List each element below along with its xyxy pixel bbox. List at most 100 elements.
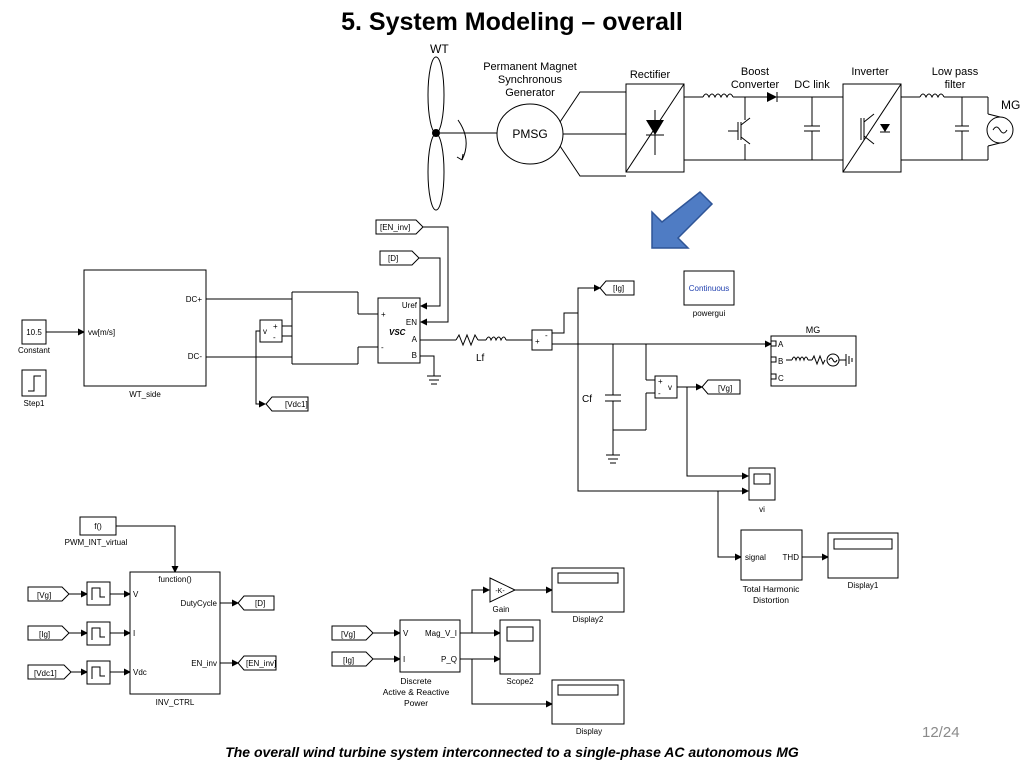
thd-label-2: Distortion bbox=[753, 595, 789, 605]
from-en-inv-text: [EN_inv] bbox=[380, 223, 410, 232]
display2-label: Display2 bbox=[573, 615, 604, 624]
goto-en-inv-text: [EN_inv] bbox=[246, 659, 276, 668]
goto-en-inv-tag[interactable]: [EN_inv] bbox=[237, 655, 277, 671]
inv-ctrl-i: I bbox=[133, 629, 135, 638]
wt-side-label: WT_side bbox=[129, 390, 161, 399]
pmsg-text: PMSG bbox=[512, 127, 547, 141]
from-vg-tag-1[interactable]: [Vg] bbox=[27, 586, 70, 602]
inv-ctrl-block[interactable] bbox=[129, 571, 221, 695]
gain-label: Gain bbox=[493, 605, 510, 614]
vg-meas-plus: + bbox=[658, 377, 663, 386]
lpf-label-2: filter bbox=[945, 79, 966, 91]
thd-input: signal bbox=[745, 553, 766, 562]
inv-ctrl-en: EN_inv bbox=[191, 659, 217, 668]
rectifier-label: Rectifier bbox=[630, 69, 671, 81]
vsc-uref: Uref bbox=[402, 301, 418, 310]
pwm-fcn-label: PWM_INT_virtual bbox=[65, 538, 128, 547]
vm-plus: + bbox=[273, 322, 278, 331]
goto-d-text: [D] bbox=[255, 599, 265, 608]
slide-caption: The overall wind turbine system intercon… bbox=[225, 744, 799, 760]
lf-label: Lf bbox=[476, 353, 485, 364]
from-ig-tag-1[interactable]: [Ig] bbox=[27, 625, 70, 641]
blue-arrow-icon bbox=[651, 190, 714, 249]
physical-schematic: WT Permanent Magnet Synchronous Generato… bbox=[427, 42, 1020, 211]
pmsg-desc-3: Generator bbox=[505, 87, 555, 99]
zoh-block-2[interactable] bbox=[86, 621, 111, 646]
from-vdc1-tag[interactable]: [Vdc1] bbox=[27, 664, 72, 680]
wt-side-block[interactable] bbox=[83, 269, 207, 387]
mg-block-title: MG bbox=[806, 325, 821, 335]
goto-vg-tag[interactable]: [Vg] bbox=[701, 379, 741, 395]
from-ig-text-2: [Ig] bbox=[343, 656, 354, 665]
inv-ctrl-vdc: Vdc bbox=[133, 668, 147, 677]
goto-d-tag[interactable]: [D] bbox=[237, 595, 275, 611]
vsc-block[interactable] bbox=[377, 297, 421, 364]
rectifier-block bbox=[625, 83, 685, 173]
pmsg-desc-2: Synchronous bbox=[498, 74, 563, 86]
mg-source-icon bbox=[786, 353, 853, 367]
inverter-block bbox=[842, 83, 902, 173]
vm-v: v bbox=[263, 327, 267, 336]
vsc-b: B bbox=[412, 351, 417, 360]
vsc-a: A bbox=[412, 335, 418, 344]
from-vg-text-1: [Vg] bbox=[37, 591, 51, 600]
powergui-label: powergui bbox=[693, 309, 726, 318]
pq-in-i: I bbox=[403, 655, 405, 664]
zoh-block-1[interactable] bbox=[86, 581, 111, 606]
from-d-tag[interactable]: [D] bbox=[379, 250, 420, 266]
vsc-en: EN bbox=[406, 318, 417, 327]
goto-vdc1-text: [Vdc1] bbox=[285, 400, 308, 409]
vm-minus: - bbox=[273, 333, 276, 342]
mg-physical-label: MG bbox=[1001, 98, 1020, 112]
from-vg-tag-2[interactable]: [Vg] bbox=[331, 625, 374, 641]
slide-title: 5. System Modeling – overall bbox=[341, 8, 683, 36]
vsc-plus: + bbox=[381, 310, 386, 319]
powergui-block[interactable] bbox=[683, 270, 735, 306]
goto-ig-tag[interactable]: [Ig] bbox=[599, 280, 635, 296]
gain-block[interactable] bbox=[489, 577, 517, 603]
wt-label: WT bbox=[430, 42, 449, 56]
vsc-minus: - bbox=[381, 343, 384, 352]
constant-value: 10.5 bbox=[26, 328, 42, 337]
gain-text: -K- bbox=[495, 588, 505, 595]
constant-block[interactable] bbox=[21, 319, 47, 345]
mg-port-a: A bbox=[778, 340, 784, 349]
from-vdc1-text: [Vdc1] bbox=[34, 669, 57, 678]
from-vg-text-2: [Vg] bbox=[341, 630, 355, 639]
lpf-label-1: Low pass bbox=[932, 66, 979, 78]
mg-port-c: C bbox=[778, 374, 784, 383]
thd-block[interactable] bbox=[740, 529, 803, 581]
boost-label-1: Boost bbox=[741, 66, 769, 78]
inverter-label: Inverter bbox=[851, 66, 889, 78]
goto-vg-text: [Vg] bbox=[718, 384, 732, 393]
inv-ctrl-label: INV_CTRL bbox=[156, 698, 195, 707]
wt-side-dcplus: DC+ bbox=[186, 295, 203, 304]
display1-label: Display1 bbox=[848, 581, 879, 590]
scope2-label: Scope2 bbox=[506, 677, 534, 686]
zoh-block-3[interactable] bbox=[86, 660, 111, 685]
inv-ctrl-duty: DutyCycle bbox=[181, 599, 218, 608]
from-en-inv-tag[interactable]: [EN_inv] bbox=[375, 219, 424, 235]
boost-label-2: Converter bbox=[731, 79, 780, 91]
thd-label-1: Total Harmonic bbox=[743, 584, 800, 594]
pq-label-3: Power bbox=[404, 698, 428, 708]
pq-block[interactable] bbox=[399, 619, 461, 673]
inv-ctrl-trigger: function() bbox=[158, 575, 192, 584]
from-ig-text-1: [Ig] bbox=[39, 630, 50, 639]
page-number: 12/24 bbox=[922, 724, 960, 741]
goto-vdc1-tag[interactable]: [Vdc1] bbox=[265, 396, 309, 412]
cf-label: Cf bbox=[582, 394, 592, 405]
pq-in-v: V bbox=[403, 629, 409, 638]
mg-port-b: B bbox=[778, 357, 783, 366]
vi-label: vi bbox=[759, 505, 765, 514]
goto-ig-text: [Ig] bbox=[613, 284, 624, 293]
thd-output: THD bbox=[783, 553, 800, 562]
current-measurement-block[interactable] bbox=[531, 329, 553, 351]
pq-label-2: Active & Reactive bbox=[383, 687, 450, 697]
from-ig-tag-2[interactable]: [Ig] bbox=[331, 651, 374, 667]
constant-label: Constant bbox=[18, 346, 51, 355]
from-d-text: [D] bbox=[388, 254, 398, 263]
dclink-label: DC link bbox=[794, 79, 830, 91]
wt-side-dcminus: DC- bbox=[188, 352, 203, 361]
cm-minus: - bbox=[545, 331, 548, 340]
